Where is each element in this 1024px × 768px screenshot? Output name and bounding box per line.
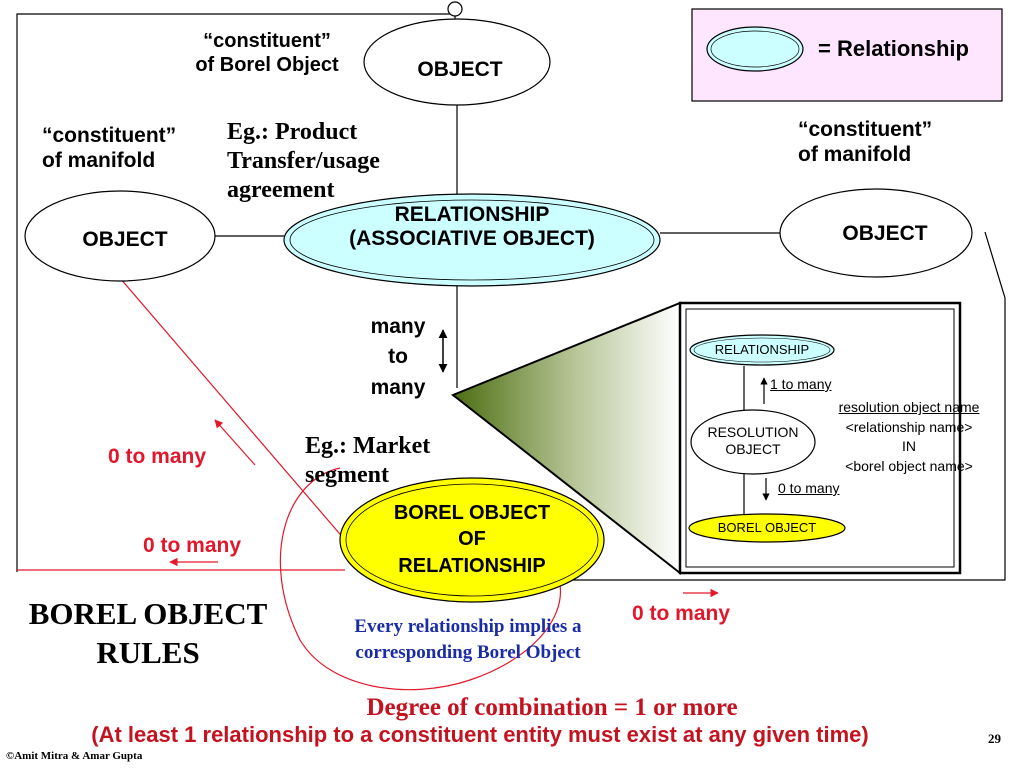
- example-relationship: Eg.: Product Transfer/usage agreement: [227, 118, 380, 204]
- top-object-label: OBJECT: [417, 58, 503, 81]
- degree-rule: Degree of combination = 1 or more: [366, 694, 738, 721]
- cardinality-line2: to: [388, 345, 408, 369]
- example-borel-line1: Eg.: Market: [305, 433, 431, 459]
- example-borel-line2: segment: [305, 461, 389, 488]
- borel-object-ellipse: [339, 477, 605, 603]
- left-object-caption-line1: “constituent”: [42, 124, 177, 147]
- cardinality-line1: many: [370, 315, 426, 338]
- implication-note: Every relationship implies a correspondi…: [320, 614, 616, 666]
- page-number: 29: [988, 731, 1001, 746]
- zero-to-many-upper-left: 0 to many: [108, 445, 207, 468]
- right-object-caption-line1: “constituent”: [798, 118, 933, 141]
- relationship-ellipse-inner: [289, 199, 655, 281]
- relationship-label: RELATIONSHIP (ASSOCIATIVE OBJECT): [292, 203, 652, 251]
- top-object-caption: “constituent” of Borel Object: [172, 30, 362, 77]
- top-object-ellipse: [363, 18, 551, 106]
- borel-object-label: BOREL OBJECT OF RELATIONSHIP: [352, 500, 592, 579]
- inset-name-line3: IN: [902, 438, 916, 455]
- cardinality-line3: many: [370, 375, 426, 399]
- inset-name-rule: resolution object name <relationship nam…: [808, 398, 1010, 476]
- inset-resolution-ellipse: [690, 409, 816, 475]
- left-object-ellipse: [24, 190, 216, 282]
- inset-name-line2: <relationship name>: [845, 418, 973, 435]
- inset-relationship-ellipse: [689, 334, 835, 366]
- right-object-label: OBJECT: [842, 222, 928, 245]
- rules-title-line1: BOREL OBJECT: [28, 596, 268, 631]
- right-object-caption-line2: of manifold: [798, 142, 912, 166]
- rules-title: BOREL OBJECT RULES: [10, 594, 286, 672]
- inset-borel-ellipse: [688, 513, 846, 543]
- implication-line1: Every relationship implies a: [354, 616, 582, 637]
- inset-resolution-line1: RESOLUTION: [707, 424, 799, 440]
- legend-ellipse: [706, 26, 804, 72]
- left-object-caption-line2: of manifold: [42, 148, 156, 172]
- inset-relationship-ellipse-inner: [693, 337, 831, 363]
- inset-name-line4: <borel object name>: [845, 457, 973, 474]
- left-object-label: OBJECT: [82, 228, 168, 251]
- borel-object-line2: OF: [458, 528, 486, 551]
- inset-zero-to-many: 0 to many: [778, 480, 840, 496]
- inset-inner-border: [685, 308, 955, 568]
- right-object-caption: “constituent” of manifold: [798, 118, 932, 168]
- connector-knob: [447, 1, 463, 17]
- example-relationship-line2: Transfer/usage: [227, 147, 380, 174]
- example-relationship-line3: agreement: [227, 176, 335, 203]
- zero-to-many-lower-left: 0 to many: [143, 534, 242, 557]
- example-borel: Eg.: Market segment: [305, 432, 430, 490]
- arrow-upper-left: [214, 419, 256, 466]
- relationship-label-line1: RELATIONSHIP: [394, 203, 550, 226]
- inset-borel-label: BOREL OBJECT: [717, 520, 817, 535]
- borel-object-line1: BOREL OBJECT: [393, 502, 551, 524]
- red-lines: [17, 277, 562, 691]
- cardinality-label: many to many: [360, 312, 436, 403]
- rules-title-line2: RULES: [96, 635, 200, 671]
- inset-resolution-label: RESOLUTION OBJECT: [692, 424, 814, 457]
- inset-one-to-many: 1 to many: [770, 376, 832, 392]
- zero-to-many-right: 0 to many: [632, 602, 731, 625]
- legend-label: = Relationship: [818, 36, 969, 61]
- at-least-rule: (At least 1 relationship to a constituen…: [91, 722, 869, 747]
- left-object-caption: “constituent” of manifold: [42, 124, 176, 174]
- copyright: ©Amit Mitra & Amar Gupta: [6, 750, 143, 762]
- inset-relationship-label: RELATIONSHIP: [714, 342, 810, 357]
- top-object-caption-line1: “constituent”: [203, 30, 331, 52]
- inset-name-line1: resolution object name: [838, 399, 980, 415]
- connector-lines: [215, 105, 780, 388]
- implication-line2: corresponding Borel Object: [355, 642, 581, 664]
- borel-object-ellipse-inner: [345, 483, 599, 597]
- top-object-caption-line2: of Borel Object: [195, 53, 339, 76]
- right-object-ellipse: [779, 188, 973, 278]
- legend-ellipse-inner: [710, 30, 800, 68]
- relationship-label-line2: (ASSOCIATIVE OBJECT): [349, 227, 595, 251]
- example-relationship-line1: Eg.: Product: [227, 119, 358, 145]
- relationship-ellipse: [283, 193, 661, 287]
- borel-object-line3: RELATIONSHIP: [398, 554, 546, 577]
- inset-resolution-line2: OBJECT: [725, 440, 781, 457]
